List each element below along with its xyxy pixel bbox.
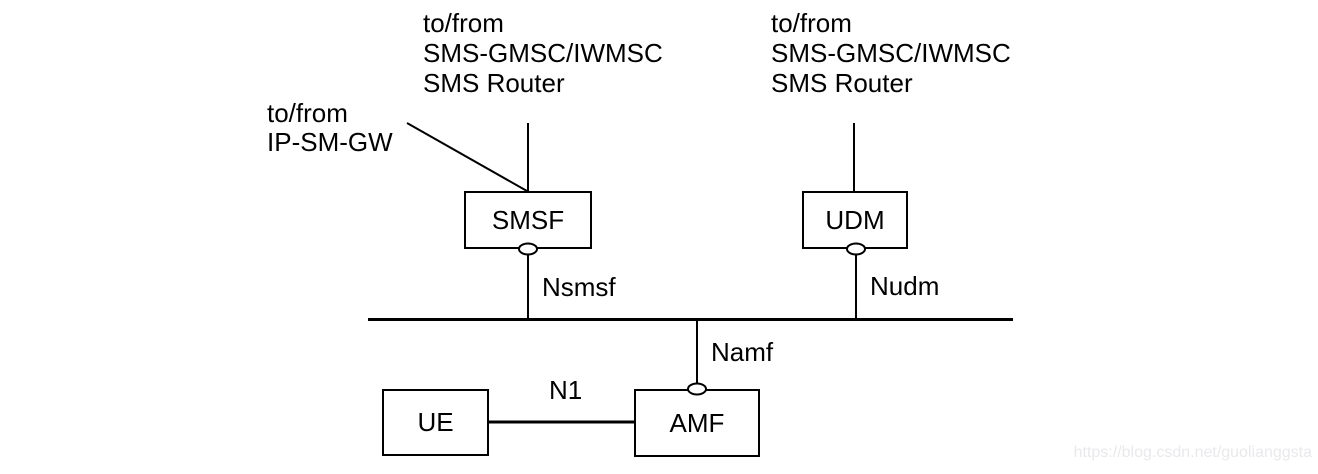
annotation-line: SMS Router: [423, 68, 565, 98]
ip-sm-gw-to-smsf-line: [406, 122, 528, 192]
annotation-line: SMS-GMSC/IWMSC: [423, 38, 663, 68]
smsf-external-annotation: to/from SMS-GMSC/IWMSC SMS Router: [423, 8, 663, 98]
annotation-line: to/from: [267, 98, 348, 128]
annotation-line: to/from: [771, 8, 852, 38]
smsf-node: SMSF: [464, 191, 592, 249]
annotation-line: to/from: [423, 8, 504, 38]
nsmsf-interface-label: Nsmsf: [542, 272, 616, 302]
namf-interface-label: Namf: [711, 337, 774, 367]
smsf-node-label: SMSF: [491, 204, 565, 235]
n1-interface-label: N1: [549, 375, 583, 405]
annotation-line: IP-SM-GW: [267, 127, 393, 157]
ip-sm-gw-annotation: to/from IP-SM-GW: [267, 99, 393, 157]
amf-node-label: AMF: [669, 407, 725, 438]
udm-external-annotation: to/from SMS-GMSC/IWMSC SMS Router: [771, 8, 1011, 98]
ue-node: UE: [382, 389, 489, 456]
udm-node: UDM: [802, 191, 908, 249]
udm-node-label: UDM: [825, 204, 885, 235]
annotation-line: SMS Router: [771, 68, 913, 98]
annotation-line: SMS-GMSC/IWMSC: [771, 38, 1011, 68]
csdn-watermark: https://blog.csdn.net/guolianggsta: [1073, 444, 1312, 461]
nudm-interface-label: Nudm: [870, 271, 940, 301]
ue-node-label: UE: [417, 407, 454, 437]
amf-node: AMF: [634, 389, 760, 457]
